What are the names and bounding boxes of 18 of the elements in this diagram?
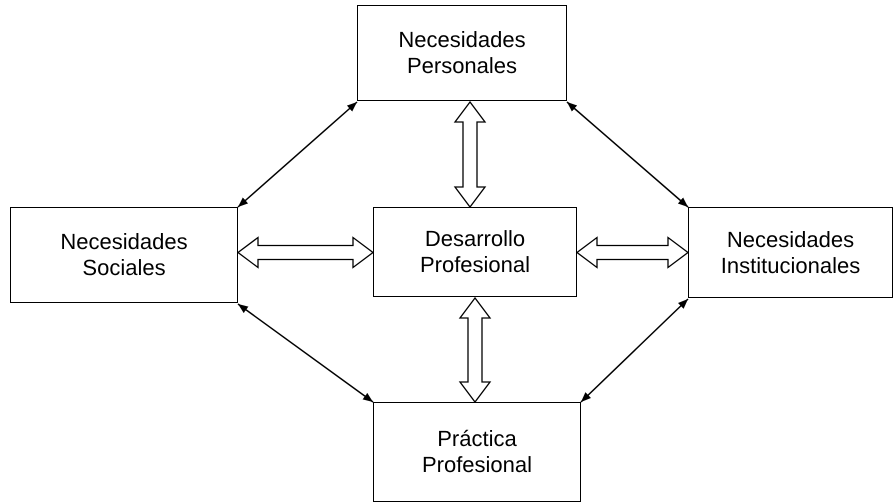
block-arrow [454,100,486,208]
box-label: Necesidades Personales [397,27,527,79]
box-label: Necesidades Sociales [59,229,189,281]
arrow [566,101,688,208]
block-arrow [576,236,690,269]
arrow [238,303,374,403]
block-arrow [458,296,492,404]
block-arrow [236,236,374,269]
box-label: Práctica Profesional [420,426,534,478]
process-box [357,5,567,101]
process-box [373,402,581,502]
process-box [10,207,238,303]
arrow [580,298,689,403]
process-box [373,207,577,297]
arrow [238,101,358,208]
box-label: Desarrollo Profesional [418,226,532,278]
process-box [688,207,893,298]
box-label: Necesidades Institucionales [720,226,862,278]
